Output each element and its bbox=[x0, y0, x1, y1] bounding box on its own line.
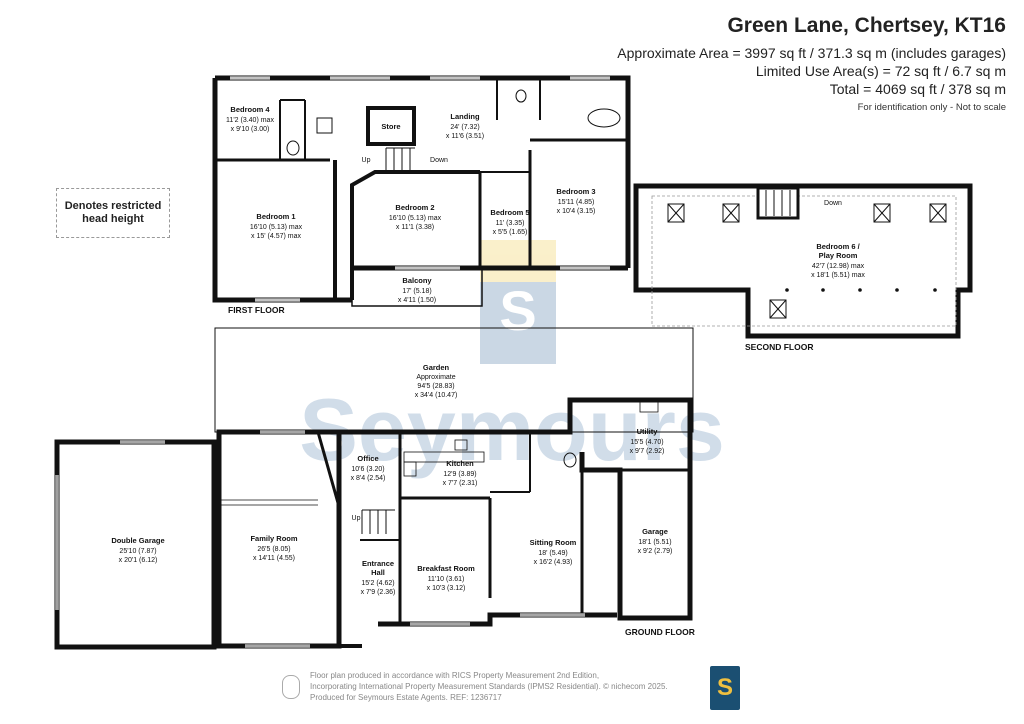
ground-floor bbox=[54, 327, 694, 650]
first-floor-label: FIRST FLOOR bbox=[228, 305, 285, 315]
bedroom5-name: Bedroom 5 bbox=[490, 208, 529, 217]
legend-line-1: Denotes restricted bbox=[64, 200, 162, 212]
second-floor-label: SECOND FLOOR bbox=[745, 342, 813, 352]
first-floor bbox=[212, 75, 631, 307]
bedroom1-name: Bedroom 1 bbox=[256, 212, 295, 221]
total-area: Total = 4069 sq ft / 378 sq m bbox=[829, 81, 1006, 97]
entrance-hall-name1: Entrance bbox=[362, 559, 394, 568]
bedroom5-dim2: x 5'5 (1.65) bbox=[493, 229, 528, 236]
stairs-down-first: Down bbox=[430, 157, 448, 164]
sitting-room-name: Sitting Room bbox=[530, 538, 577, 547]
seymours-logo: S bbox=[710, 666, 740, 710]
kitchen-dim2: x 7'7 (2.31) bbox=[443, 480, 478, 487]
bedroom3-dim1: 15'11 (4.85) bbox=[558, 199, 595, 206]
office-name: Office bbox=[357, 454, 378, 463]
balcony-dim1: 17' (5.18) bbox=[402, 288, 431, 295]
breakfast-room-dim2: x 10'3 (3.12) bbox=[427, 585, 466, 592]
breakfast-room-name: Breakfast Room bbox=[417, 564, 475, 573]
double-garage-dim2: x 20'1 (6.12) bbox=[119, 557, 158, 564]
utility-name: Utility bbox=[637, 427, 659, 436]
bedroom2-dim1: 16'10 (5.13) max bbox=[389, 215, 442, 222]
bedroom2-name: Bedroom 2 bbox=[395, 203, 434, 212]
office-dim2: x 8'4 (2.54) bbox=[351, 475, 386, 482]
breakfast-room-dim1: 11'10 (3.61) bbox=[428, 576, 465, 583]
property-title: Green Lane, Chertsey, KT16 bbox=[727, 14, 1006, 37]
ground-floor-rooms: Garden Approximate 94'5 (28.83) x 34'4 (… bbox=[111, 363, 672, 596]
stairs-up-first: Up bbox=[362, 157, 371, 164]
person-icon bbox=[282, 675, 300, 699]
garden-approx: Approximate bbox=[416, 374, 455, 381]
entrance-hall-name2: Hall bbox=[371, 568, 385, 577]
balcony-name: Balcony bbox=[402, 276, 432, 285]
garden-dim1: 94'5 (28.83) bbox=[417, 383, 454, 390]
bedroom6-name2: Play Room bbox=[819, 251, 858, 260]
second-floor-rooms: Down Bedroom 6 / Play Room 42'7 (12.98) … bbox=[811, 200, 865, 279]
landing-name: Landing bbox=[450, 112, 480, 121]
bedroom1-dim2: x 15' (4.57) max bbox=[251, 233, 301, 240]
bedroom6-dim1: 42'7 (12.98) max bbox=[812, 263, 865, 270]
ground-floor-label: GROUND FLOOR bbox=[625, 627, 695, 637]
kitchen-name: Kitchen bbox=[446, 459, 474, 468]
identification-note: For identification only - Not to scale bbox=[857, 102, 1006, 113]
bedroom4-dim1: 11'2 (3.40) max bbox=[226, 117, 274, 124]
utility-dim1: 15'5 (4.70) bbox=[630, 439, 663, 446]
entrance-hall-dim1: 15'2 (4.62) bbox=[361, 580, 394, 587]
garden-name: Garden bbox=[423, 363, 450, 372]
family-room-dim2: x 14'11 (4.55) bbox=[253, 555, 295, 562]
garage-dim1: 18'1 (5.51) bbox=[638, 539, 671, 546]
footer-line-3: Produced for Seymours Estate Agents. REF… bbox=[310, 693, 502, 702]
entrance-hall-dim2: x 7'9 (2.36) bbox=[361, 589, 396, 596]
bedroom6-dim2: x 18'1 (5.51) max bbox=[811, 272, 865, 279]
landing-dim1: 24' (7.32) bbox=[450, 124, 479, 131]
limited-use-area: Limited Use Area(s) = 72 sq ft / 6.7 sq … bbox=[755, 63, 1006, 79]
bedroom2-dim2: x 11'1 (3.38) bbox=[396, 224, 434, 231]
footer-credits: Floor plan produced in accordance with R… bbox=[310, 670, 668, 703]
balcony-dim2: x 4'11 (1.50) bbox=[398, 297, 436, 304]
footer-line-2: Incorporating International Property Mea… bbox=[310, 682, 668, 691]
family-room-name: Family Room bbox=[250, 534, 297, 543]
first-floor-rooms: Bedroom 4 11'2 (3.40) max x 9'10 (3.00) … bbox=[226, 105, 596, 304]
kitchen-dim1: 12'9 (3.89) bbox=[443, 471, 476, 478]
stairs-up-ground: Up bbox=[352, 515, 361, 522]
approx-area: Approximate Area = 3997 sq ft / 371.3 sq… bbox=[617, 45, 1006, 61]
restricted-height-legend: Denotes restricted head height bbox=[56, 188, 170, 238]
header: Green Lane, Chertsey, KT16 Approximate A… bbox=[617, 14, 1006, 113]
double-garage-dim1: 25'10 (7.87) bbox=[119, 548, 156, 555]
garage-name: Garage bbox=[642, 527, 668, 536]
double-garage-name: Double Garage bbox=[111, 536, 164, 545]
office-dim1: 10'6 (3.20) bbox=[351, 466, 384, 473]
landing-dim2: x 11'6 (3.51) bbox=[446, 133, 484, 140]
bedroom3-dim2: x 10'4 (3.15) bbox=[557, 208, 596, 215]
bedroom6-name1: Bedroom 6 / bbox=[816, 242, 860, 251]
bedroom5-dim1: 11' (3.35) bbox=[496, 220, 525, 227]
svg-text:S: S bbox=[499, 279, 536, 342]
sitting-room-dim1: 18' (5.49) bbox=[538, 550, 567, 557]
family-room-dim1: 26'5 (8.05) bbox=[257, 546, 290, 553]
footer-line-1: Floor plan produced in accordance with R… bbox=[310, 671, 600, 680]
garden-dim2: x 34'4 (10.47) bbox=[415, 392, 458, 399]
logo-letter: S bbox=[716, 674, 733, 701]
bedroom4-dim2: x 9'10 (3.00) bbox=[231, 126, 270, 133]
bedroom3-name: Bedroom 3 bbox=[556, 187, 595, 196]
utility-dim2: x 9'7 (2.92) bbox=[630, 448, 665, 455]
garage-dim2: x 9'2 (2.79) bbox=[638, 548, 673, 555]
store-name: Store bbox=[381, 122, 400, 131]
second-floor bbox=[633, 183, 973, 339]
sitting-room-dim2: x 16'2 (4.93) bbox=[534, 559, 573, 566]
bedroom4-name: Bedroom 4 bbox=[230, 105, 270, 114]
legend-line-2: head height bbox=[82, 213, 144, 225]
stairs-down-second: Down bbox=[824, 200, 842, 207]
bedroom1-dim1: 16'10 (5.13) max bbox=[250, 224, 303, 231]
